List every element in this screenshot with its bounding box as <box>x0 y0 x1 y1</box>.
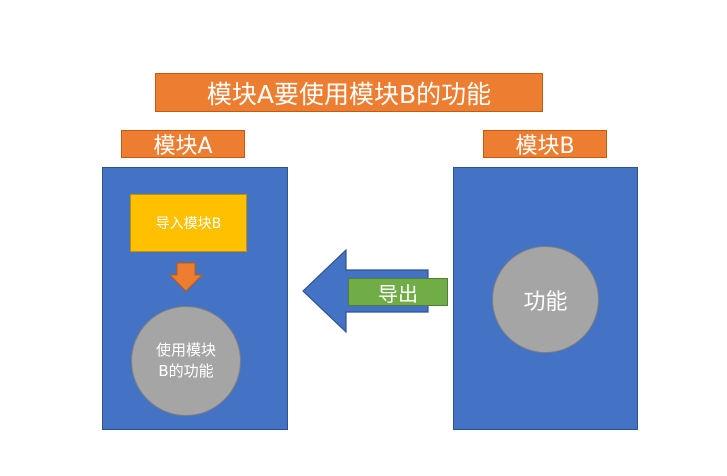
import-module-b-box: 导入模块B <box>130 194 247 252</box>
export-label-box: 导出 <box>348 278 448 306</box>
use-function-circle: 使用模块B的功能 <box>131 306 241 416</box>
down-arrow-icon <box>168 262 204 292</box>
diagram-title: 模块A要使用模块B的功能 <box>155 73 543 112</box>
module-a-label: 模块A <box>121 130 245 159</box>
module-b-label: 模块B <box>483 130 607 159</box>
function-circle: 功能 <box>492 246 599 353</box>
